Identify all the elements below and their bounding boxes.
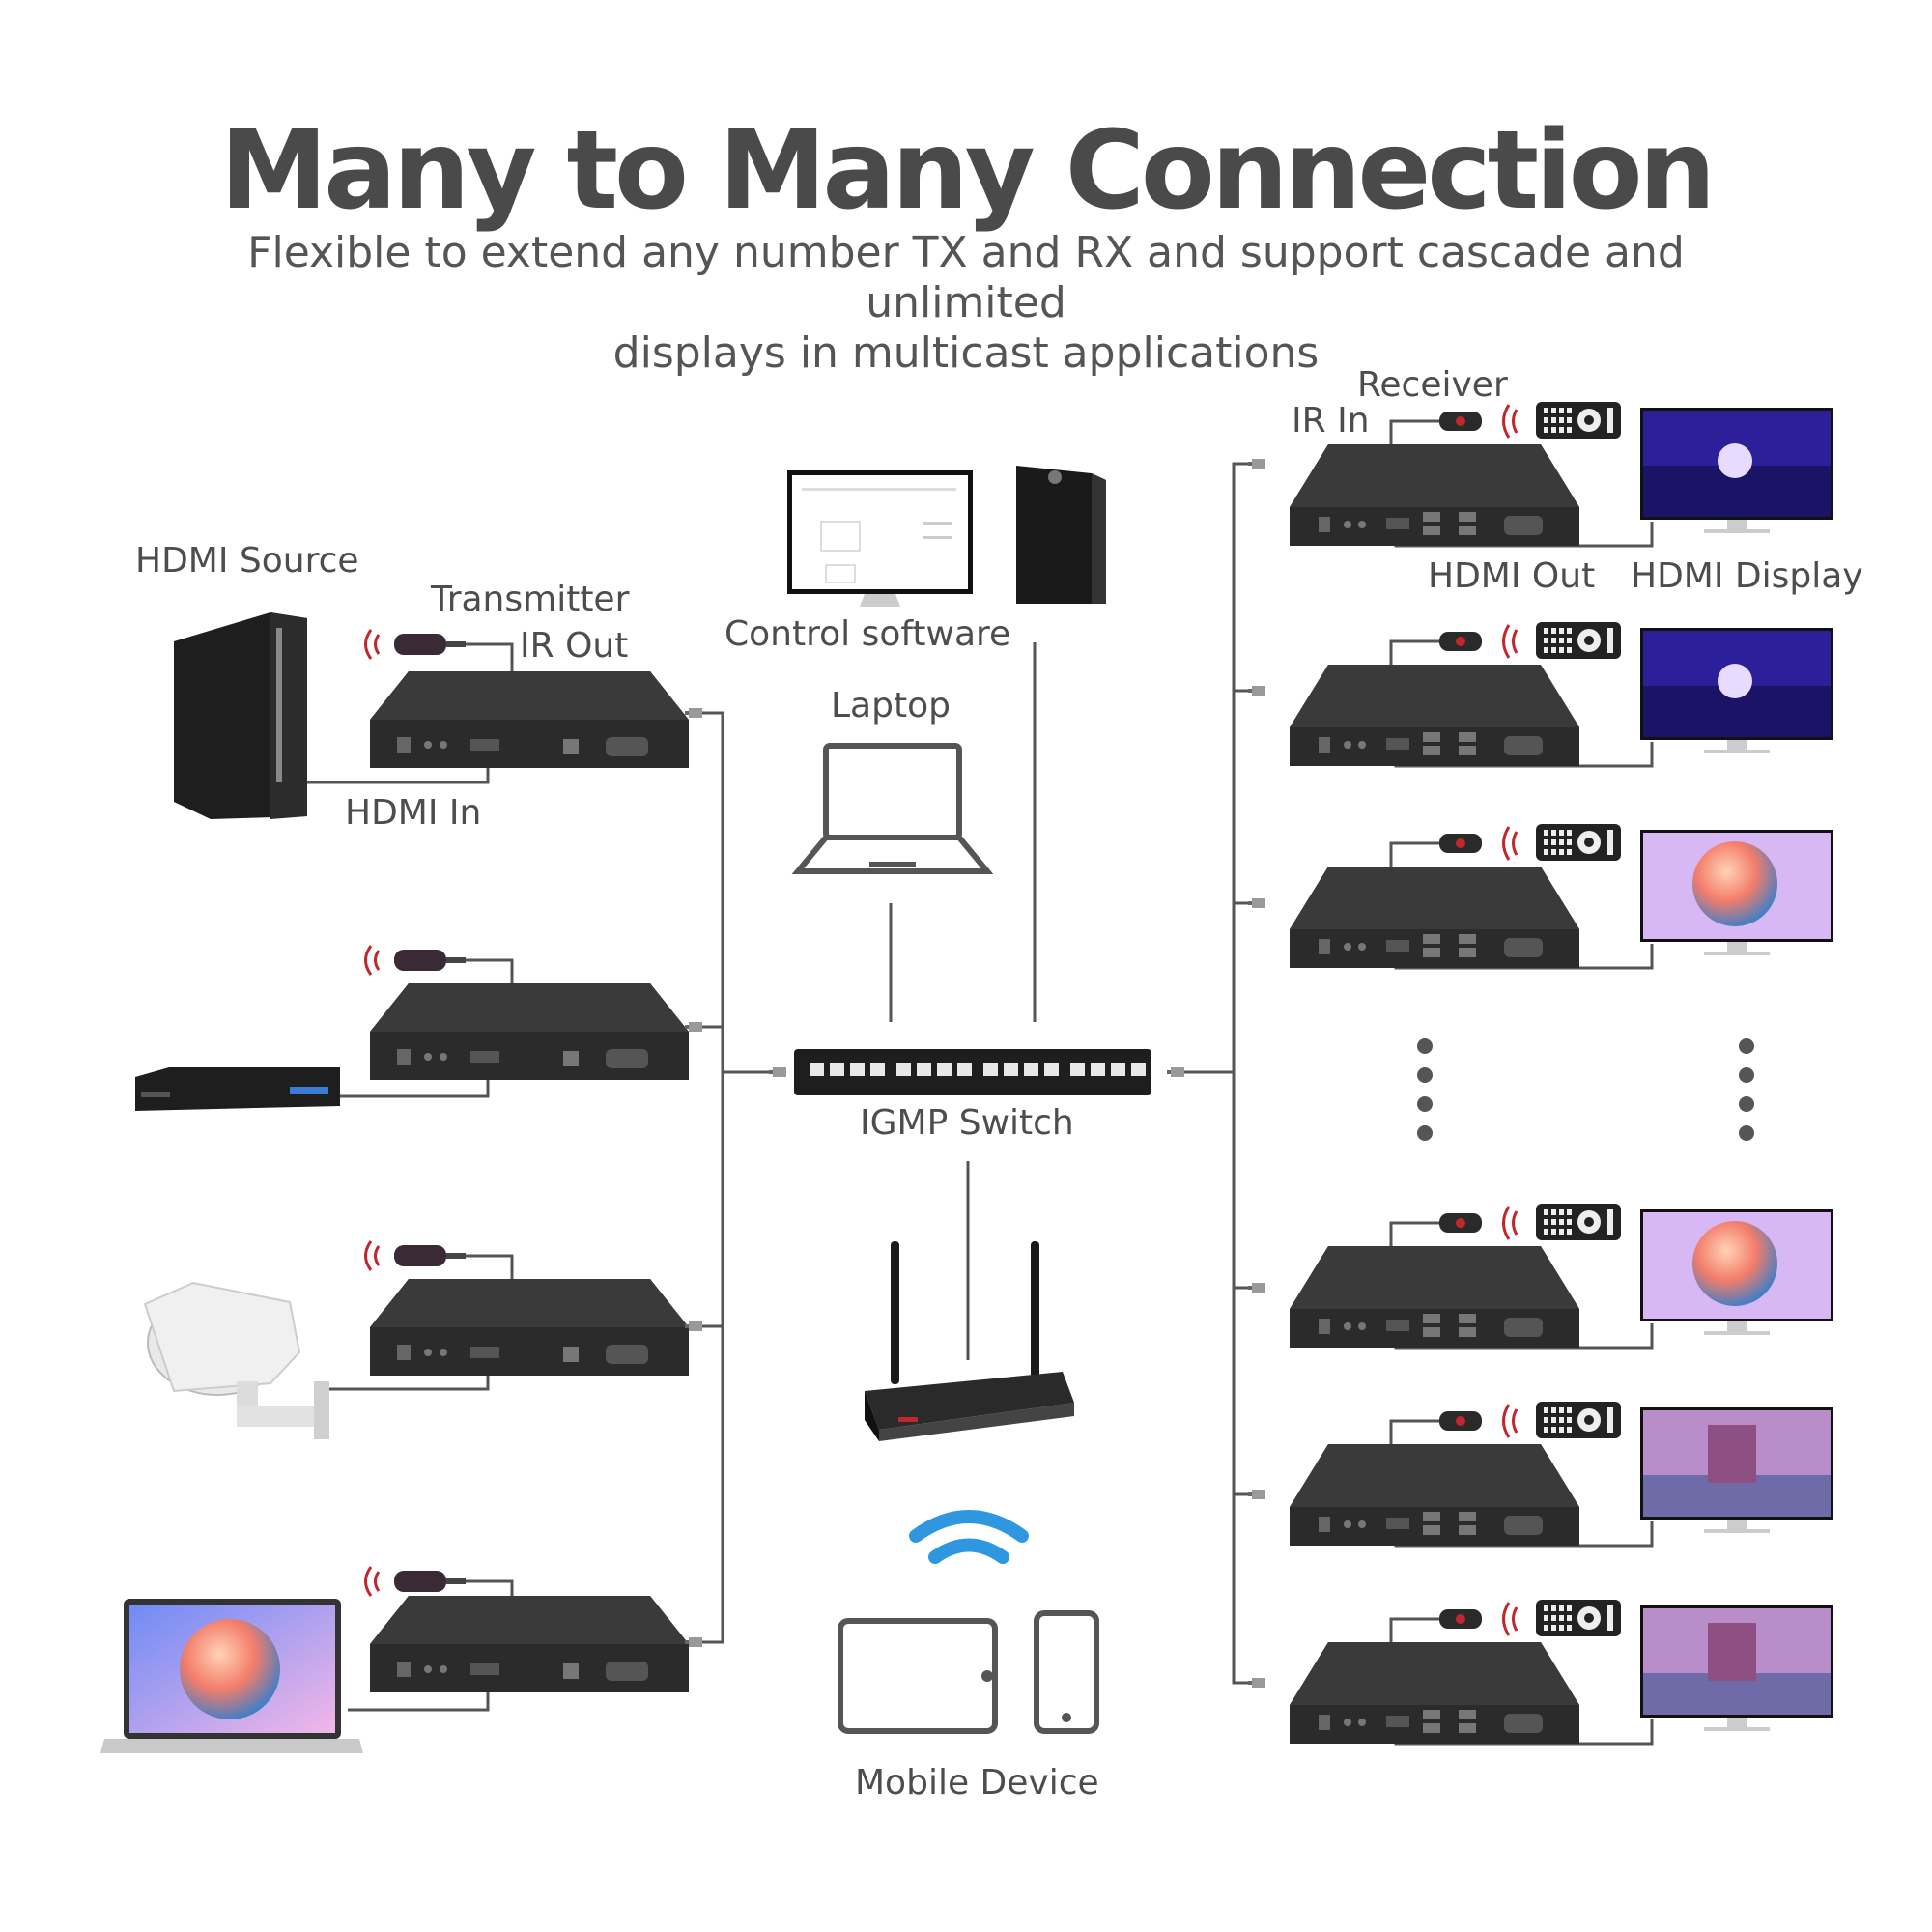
switch-port [983,1063,998,1076]
page-subtitle: Flexible to extend any number TX and RX … [145,228,1787,379]
screen-sphere-icon [1640,1209,1833,1335]
laptop-icon [100,1599,363,1753]
switch-port [1004,1063,1018,1076]
label-mobile-device: Mobile Device [855,1763,1099,1803]
pc-tower-icon [174,612,307,819]
label-laptop: Laptop [831,686,951,725]
switch-port [957,1063,972,1076]
receiver-box [1290,867,1579,968]
receiver-unit [1290,1402,1833,1548]
receiver-box [1290,1642,1579,1744]
screen-purple-icon [1640,408,1833,533]
remote-control-icon [1536,824,1621,861]
label-ir-out: IR Out [520,626,629,666]
router-icon [865,1241,1074,1441]
switch-port [1091,1063,1105,1076]
switch-port [1111,1063,1125,1076]
screen-purple-icon [1640,628,1833,753]
switch-port [1131,1063,1146,1076]
igmp-switch-icon [794,1049,1151,1095]
label-hdmi-display: HDMI Display [1631,556,1863,596]
remote-control-icon [1536,1600,1621,1636]
label-hdmi-out: HDMI Out [1428,556,1596,596]
ir-emitter-icon [364,629,466,1597]
switch-port [937,1063,952,1076]
switch-port [917,1063,931,1076]
switch-port [1070,1063,1085,1076]
label-receiver: Receiver [1357,365,1508,405]
receiver-box [1290,444,1579,546]
label-hdmi-source: HDMI Source [135,541,359,581]
receiver-unit [1290,824,1833,970]
subtitle-line-1: Flexible to extend any number TX and RX … [247,228,1685,327]
laptop-outline-icon [791,743,994,874]
label-hdmi-in: HDMI In [345,793,482,833]
receiver-unit [1290,402,1833,548]
transmitter-3 [370,1279,689,1376]
tablet-icon [838,1618,998,1734]
switch-port [870,1063,885,1076]
screen-landscape-icon [1640,1407,1833,1533]
ir-signal-icon [1502,826,1519,861]
cctv-camera-icon [143,1281,329,1439]
remote-control-icon [1536,402,1621,439]
switch-port [1024,1063,1038,1076]
receiver-box [1290,665,1579,766]
switch-port [1044,1063,1059,1076]
receiver-unit [1290,1600,1833,1746]
receiver-unit [1290,1204,1833,1350]
switch-port [810,1063,824,1076]
transmitter-2 [370,983,689,1080]
more-receivers-dots [1417,1038,1754,1141]
ir-signal-icon [1502,624,1519,659]
page-title: Many to Many Connection [219,108,1717,234]
ir-signal-icon [1502,404,1519,439]
ir-signal-icon [1502,1206,1519,1240]
ir-signal-icon [1502,1404,1519,1438]
switch-port [830,1063,844,1076]
label-ir-in: IR In [1292,401,1370,440]
ir-signal-icon [1502,1602,1519,1636]
transmitter-1 [370,671,689,768]
label-control-software: Control software [724,614,1011,654]
transmitter-4 [370,1596,689,1692]
phone-icon [1034,1610,1099,1734]
dvd-player-icon [135,1067,340,1111]
switch-port [896,1063,911,1076]
subtitle-line-2: displays in multicast applications [612,328,1320,378]
screen-sphere-icon [1640,830,1833,955]
remote-control-icon [1536,1204,1621,1240]
remote-control-icon [1536,622,1621,659]
label-transmitter: Transmitter [431,580,630,619]
receiver-box [1290,1444,1579,1546]
screen-landscape-icon [1640,1605,1833,1731]
remote-control-icon [1536,1402,1621,1438]
receiver-unit [1290,622,1833,768]
receiver-box [1290,1246,1579,1348]
label-igmp-switch: IGMP Switch [860,1103,1074,1143]
control-pc-icon [787,466,1106,607]
switch-port [850,1063,865,1076]
wifi-icon [909,1510,1029,1564]
